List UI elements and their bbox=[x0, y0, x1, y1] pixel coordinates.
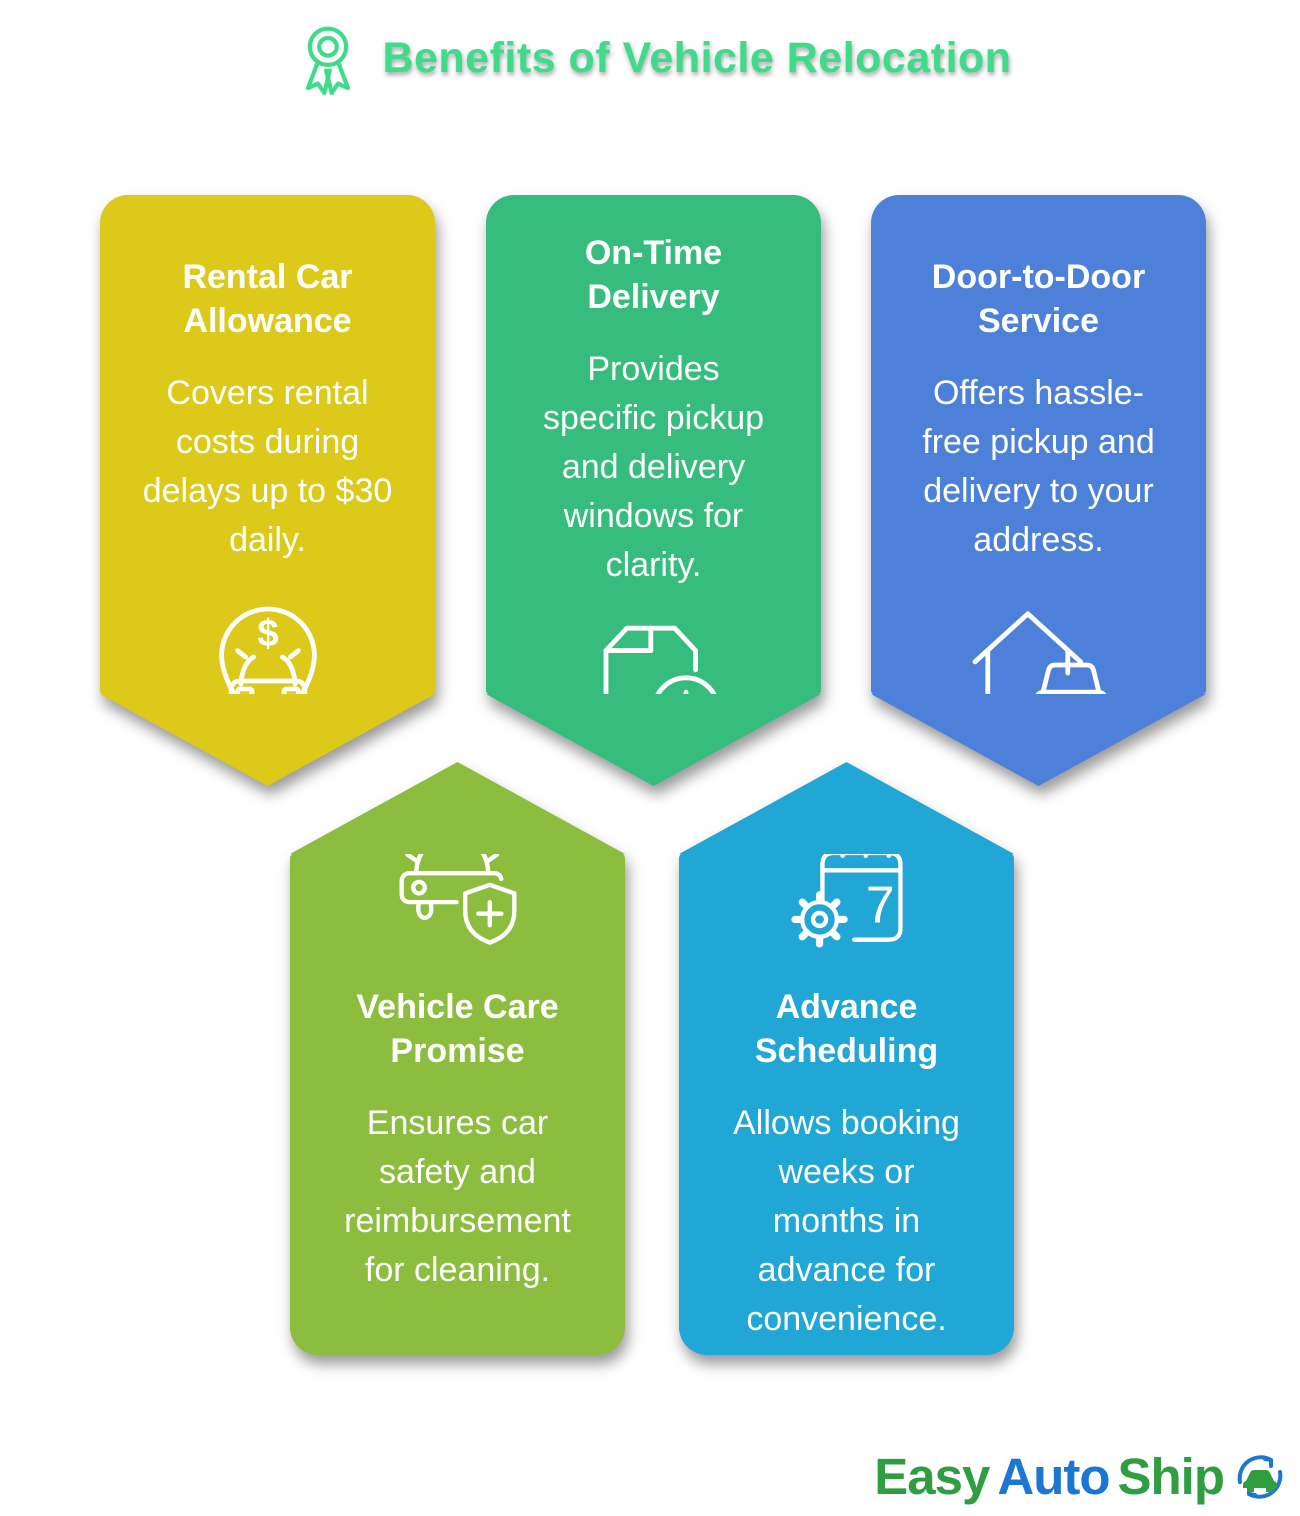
logo-text-easy: Easy bbox=[874, 1448, 990, 1505]
svg-text:7: 7 bbox=[865, 876, 894, 934]
card-vehicle-care-promise: Vehicle Care Promise Ensures car safety … bbox=[290, 840, 625, 1355]
header: Benefits of Vehicle Relocation bbox=[0, 18, 1300, 98]
card-title: Vehicle Care Promise bbox=[356, 988, 559, 1070]
card-body: Allows booking weeks or months in advanc… bbox=[733, 1104, 960, 1338]
card-on-time-delivery: On-Time Delivery Provides specific picku… bbox=[486, 195, 821, 745]
car-shield-icon bbox=[373, 827, 543, 957]
circular-arrows-car-logo-icon bbox=[1237, 1454, 1283, 1499]
logo-text-auto: Auto bbox=[997, 1448, 1110, 1505]
card-advance-scheduling: 7 Advance Scheduling Allows booking week… bbox=[679, 832, 1014, 1355]
card-text-block: Door-to-Door Service Offers hassle-free … bbox=[913, 195, 1164, 625]
card-body: Ensures car safety and reimbursement for… bbox=[344, 1104, 571, 1289]
card-title: Door-to-Door Service bbox=[931, 258, 1146, 340]
card-body: Offers hassle-free pickup and delivery t… bbox=[922, 374, 1155, 559]
award-ribbon-icon bbox=[306, 26, 351, 96]
card-text-block: Vehicle Care Promise Ensures car safety … bbox=[290, 985, 625, 1295]
card-title: On-Time Delivery bbox=[584, 233, 723, 316]
house-car-icon bbox=[959, 593, 1119, 753]
page-title: Benefits of Vehicle Relocation bbox=[382, 33, 1012, 82]
svg-text:$: $ bbox=[257, 612, 278, 655]
card-body: Provides specific pickup and delivery wi… bbox=[542, 349, 765, 584]
logo-text-ship: Ship bbox=[1117, 1448, 1225, 1505]
package-clock-icon bbox=[574, 593, 734, 753]
calendar-gear-icon: 7 bbox=[762, 827, 932, 957]
card-text-block: On-Time Delivery Provides specific picku… bbox=[528, 195, 779, 625]
card-door-to-door-service: Door-to-Door Service Offers hassle-free … bbox=[871, 195, 1206, 730]
card-text-block: Rental Car Allowance Covers rental costs… bbox=[142, 195, 393, 625]
card-body: Covers rental costs during delays up to … bbox=[142, 374, 393, 559]
car-dollar-pin-icon: $ bbox=[188, 593, 348, 753]
card-rental-car-allowance: Rental Car Allowance Covers rental costs… bbox=[100, 195, 435, 745]
card-text-block: Advance Scheduling Allows booking weeks … bbox=[679, 985, 1014, 1344]
card-title: Rental Car Allowance bbox=[182, 258, 353, 340]
card-title: Advance Scheduling bbox=[754, 988, 939, 1070]
